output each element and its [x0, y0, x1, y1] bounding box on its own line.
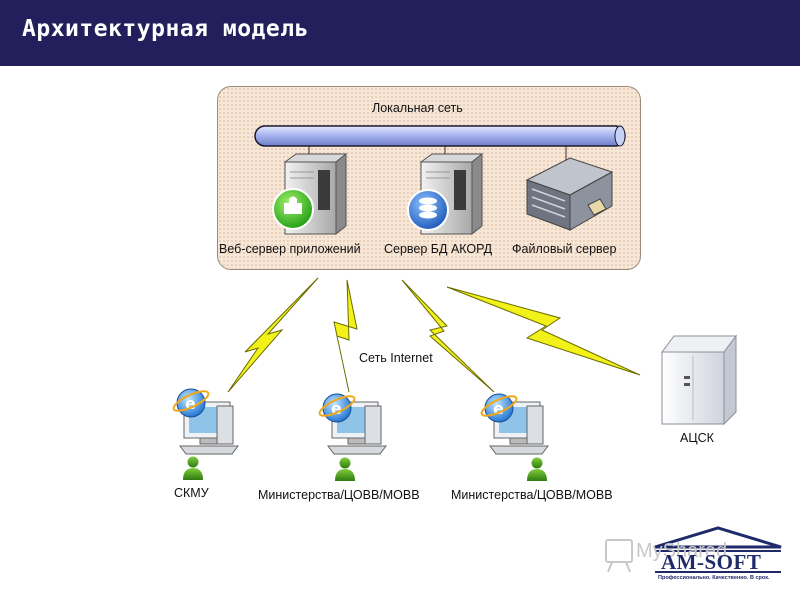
lightning-bolt-4: [446, 286, 641, 376]
db-server-label: Сервер БД АКОРД: [384, 242, 493, 256]
network-bus: [254, 125, 626, 160]
company-logo: [605, 526, 782, 573]
client-label-ministries-1: Министерства/ЦОВВ/МОВВ: [258, 488, 420, 502]
workstation-icon: e: [172, 388, 239, 455]
svg-text:e: e: [493, 399, 504, 418]
client-label-skmu: СКМУ: [174, 486, 209, 500]
person-icon: [527, 457, 547, 481]
workstation-icon: e: [480, 393, 549, 455]
page-title: Архитектурная модель: [22, 16, 309, 42]
file-server-label: Файловый сервер: [512, 242, 617, 256]
watermark-text: MyShared: [636, 540, 728, 562]
logo-tagline: Профессионально. Качественно. В срок.: [658, 575, 770, 581]
header-bar: Архитектурная модель: [0, 0, 800, 66]
lightning-bolt-1: [227, 277, 319, 393]
lightning-bolt-2: [333, 279, 358, 393]
database-server-icon: [407, 152, 484, 236]
svg-text:e: e: [331, 399, 342, 418]
person-icon: [183, 456, 203, 480]
local-network-label: Локальная сеть: [372, 101, 463, 115]
lightning-bolt-3: [401, 279, 495, 393]
person-icon: [335, 457, 355, 481]
svg-text:e: e: [185, 394, 196, 413]
logo-name: AM-SOFT: [661, 550, 762, 574]
client-label-ministries-2: Министерства/ЦОВВ/МОВВ: [451, 488, 613, 502]
atsk-label: АЦСК: [680, 431, 714, 445]
workstation-icon: e: [318, 393, 387, 455]
file-server-icon: [525, 157, 614, 231]
internet-label: Сеть Internet: [359, 351, 433, 365]
web-server-label: Веб-сервер приложений: [219, 242, 361, 256]
server-tower-icon: [661, 334, 737, 426]
web-server-icon: [272, 152, 348, 236]
